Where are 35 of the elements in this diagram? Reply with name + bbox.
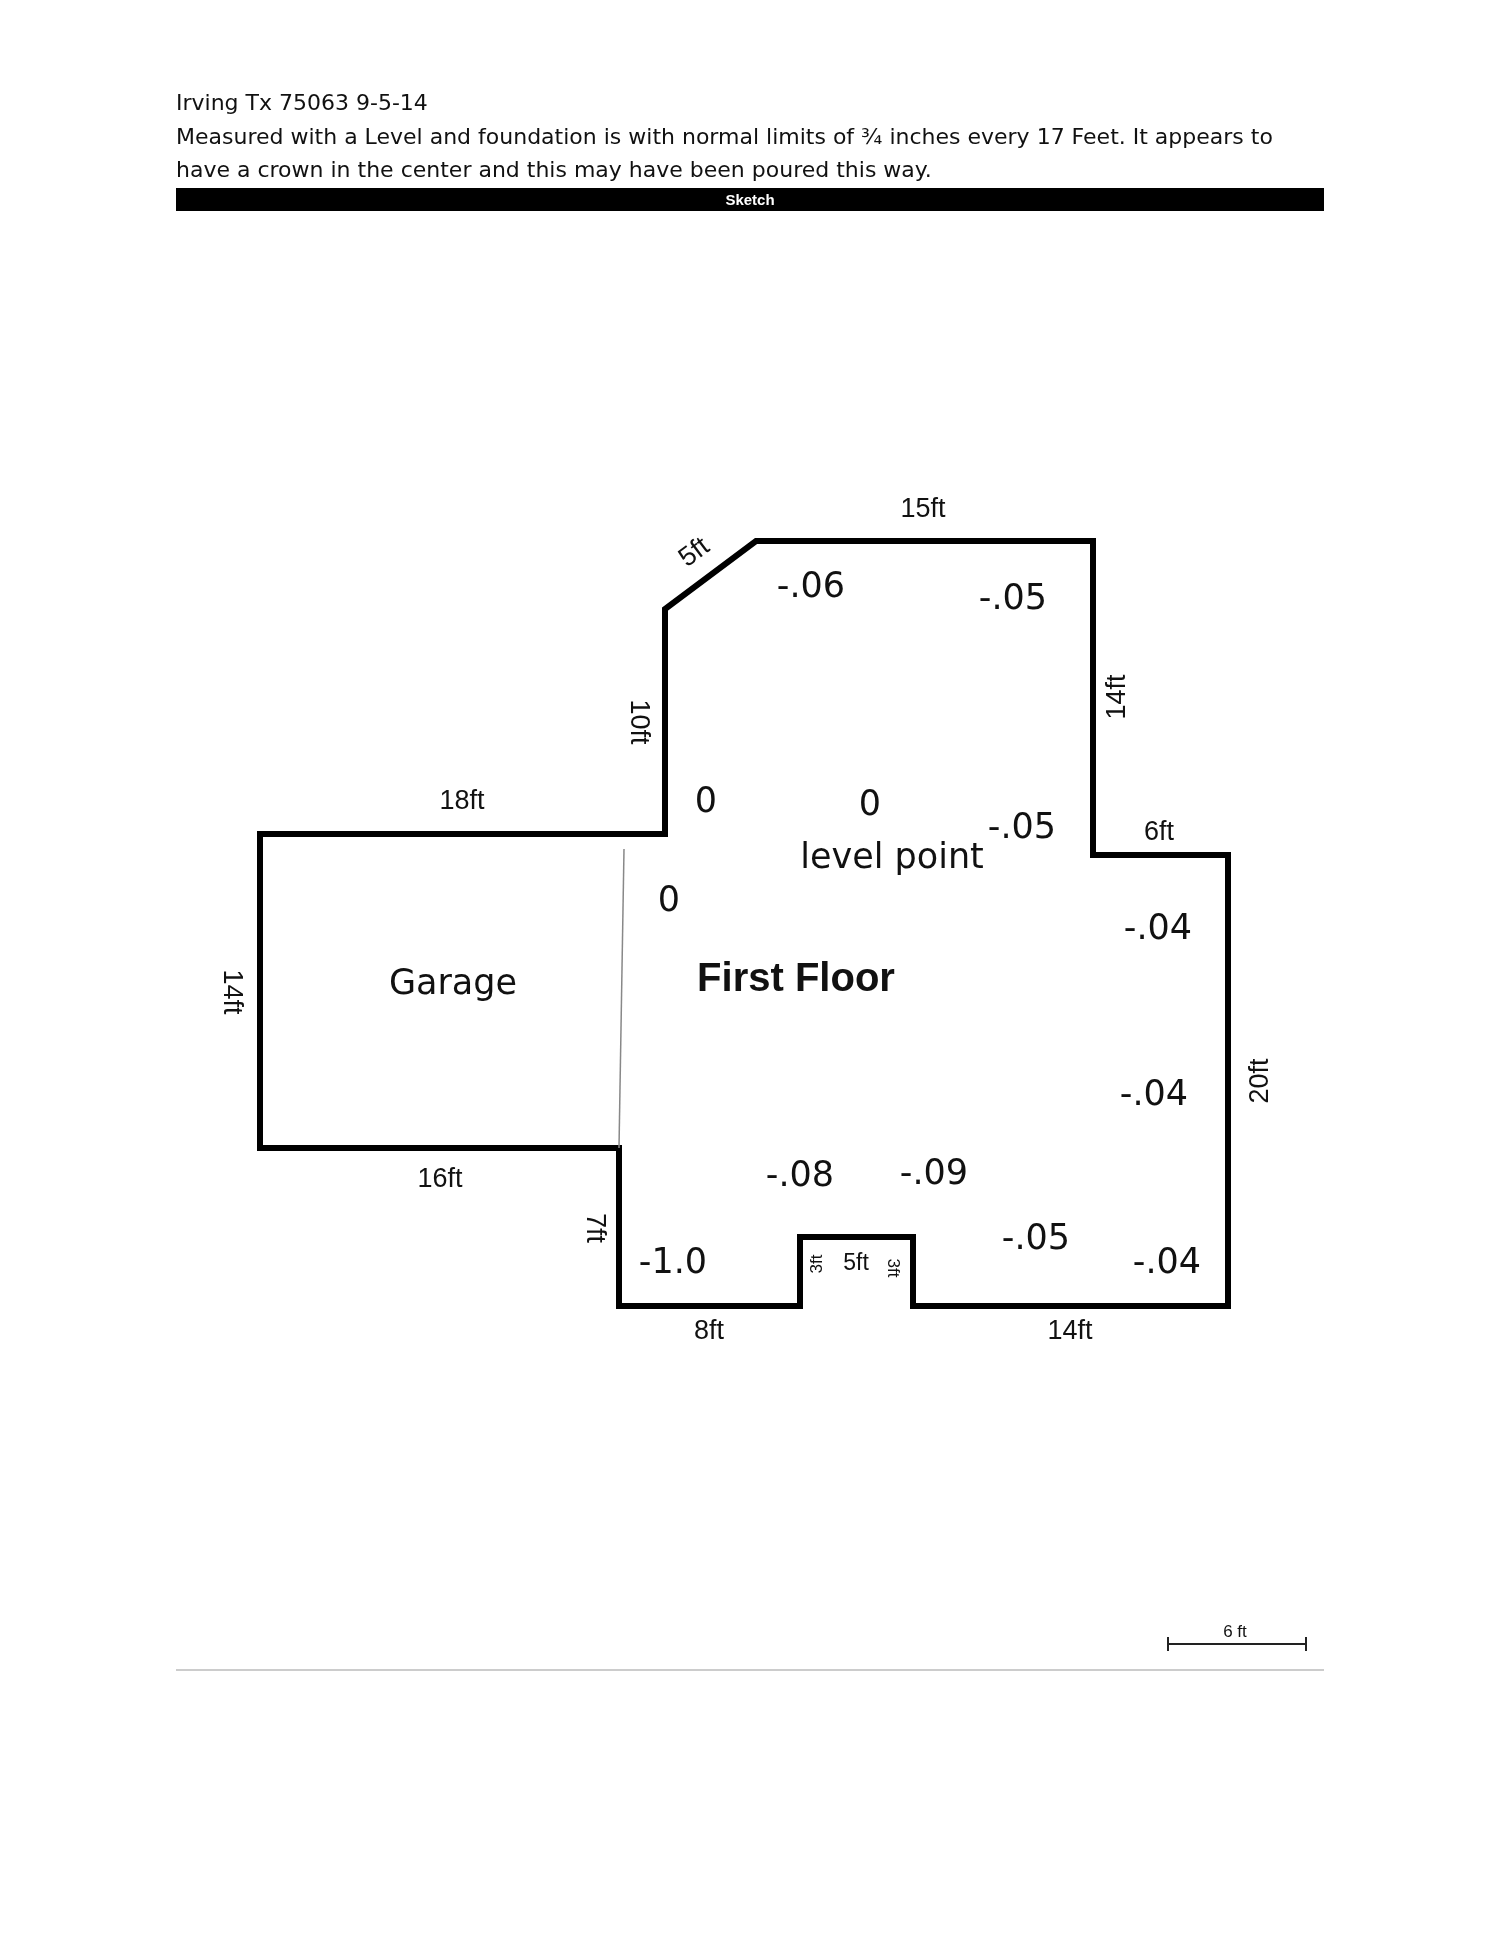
level-reading: -.04 (1132, 1243, 1202, 1279)
dimension-label: 7ft (581, 1213, 609, 1243)
dimension-label: 18ft (439, 786, 485, 814)
title: Irving Tx 75063 9-5-14 (176, 92, 428, 114)
level-reading: 0 (858, 785, 882, 821)
level-reading: -.05 (978, 579, 1048, 615)
dimension-label: 3ft (807, 1254, 825, 1274)
dimension-label: 20ft (1245, 1058, 1273, 1104)
level-reading: -.06 (776, 567, 846, 603)
dimension-label: 5ft (673, 532, 715, 572)
level-reading: -.09 (899, 1154, 969, 1190)
room-label: First Floor (697, 957, 895, 997)
level-reading: -.04 (1123, 909, 1193, 945)
level-reading: -.08 (765, 1156, 835, 1192)
dimension-label: 5ft (843, 1250, 869, 1274)
dimension-label: 16ft (417, 1164, 463, 1192)
dimension-label: 8ft (694, 1316, 724, 1344)
level-reading: -.05 (987, 808, 1057, 844)
dimension-label: 10ft (625, 699, 653, 745)
room-label: Garage (388, 964, 518, 1000)
section-header: Sketch (176, 188, 1324, 211)
dimension-label: 14ft (1047, 1316, 1093, 1344)
scale-label: 6 ft (1223, 1622, 1247, 1640)
level-reading: -.04 (1119, 1075, 1189, 1111)
dimension-label: 3ft (884, 1258, 902, 1278)
level-reading: level point (800, 838, 984, 874)
dimension-label: 6ft (1144, 817, 1174, 845)
level-reading: -1.0 (638, 1243, 708, 1279)
level-reading: -.05 (1001, 1219, 1071, 1255)
dimension-label: 15ft (900, 494, 946, 522)
level-reading: 0 (694, 782, 718, 818)
note: Measured with a Level and foundation is with normal limits of ¾ inches every 17 Feet. It appears to have a crown in the center and this may have been poured this way. (176, 123, 1274, 184)
dimension-label: 14ft (1102, 674, 1130, 720)
dimension-label: 14ft (218, 969, 246, 1015)
level-reading: 0 (657, 881, 681, 917)
